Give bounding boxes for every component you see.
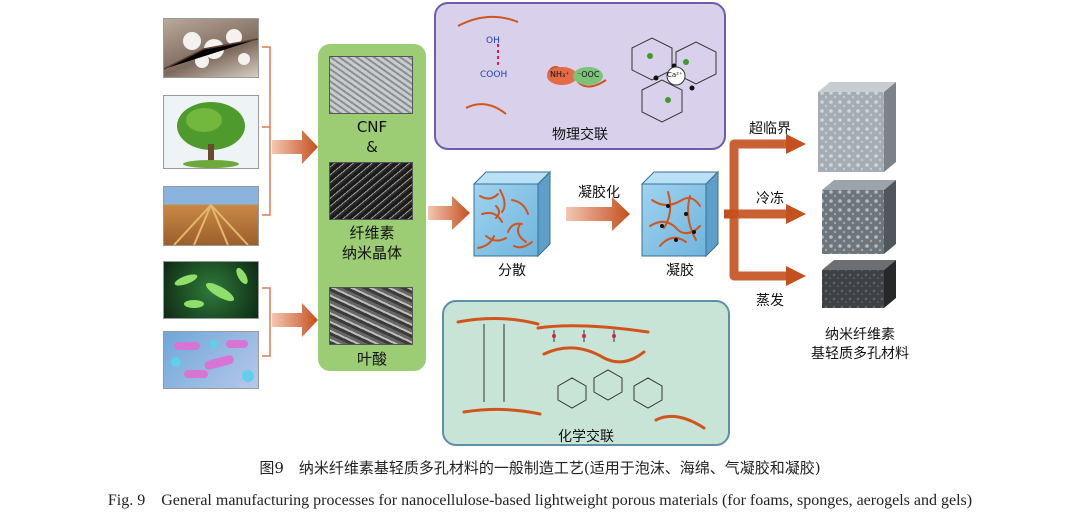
cellulose-label: 纤维素 <box>349 224 395 242</box>
arrow-gelation <box>566 197 630 231</box>
cooh-label: COOH <box>480 70 508 80</box>
bacteria-pink-photo <box>163 331 259 389</box>
chemical-crosslink-schematic <box>456 316 706 430</box>
straw-field-photo <box>163 186 259 246</box>
source-bracket-upper <box>262 46 271 216</box>
chemical-crosslink-title: 化学交联 <box>558 429 614 445</box>
physical-crosslink-schematic <box>457 15 717 123</box>
physical-crosslink-title: 物理交联 <box>552 127 608 143</box>
cnf-micrograph <box>329 56 413 114</box>
tree-photo <box>163 95 259 169</box>
arrow-to-dispersion <box>428 196 470 230</box>
dispersion-cube <box>472 170 552 258</box>
porous-block-supercritical <box>818 82 896 172</box>
product-label-line2: 基轻质多孔材料 <box>811 346 909 362</box>
disperse-label: 分散 <box>498 263 526 279</box>
source-bracket-lower <box>262 287 271 357</box>
porous-block-evaporation <box>822 260 896 308</box>
drying-arrows <box>724 134 806 286</box>
ooc-label: ⁻OOC <box>577 70 600 79</box>
cotton-photo <box>163 18 259 78</box>
arrow-plants-to-cnf <box>272 130 318 164</box>
ampersand-label: & <box>366 138 378 156</box>
supercritical-label: 超临界 <box>749 121 791 137</box>
nanocrystal-label: 纳米晶体 <box>341 244 402 262</box>
product-label-line1: 纳米纤维素 <box>825 327 895 343</box>
arrow-bacteria-to-folic <box>272 303 318 337</box>
oh-label: OH <box>486 36 500 46</box>
gel-label: 凝胶 <box>666 263 694 279</box>
figure-caption-chinese: 图9 纳米纤维素基轻质多孔材料的一般制造工艺(适用于泡沫、海绵、气凝胶和凝胶) <box>259 459 821 477</box>
cnf-label: CNF <box>356 118 388 136</box>
porous-block-freeze <box>822 180 896 254</box>
gelation-label: 凝胶化 <box>578 185 620 201</box>
figure-caption-english: Fig. 9 General manufacturing processes f… <box>107 492 973 509</box>
evaporation-label: 蒸发 <box>756 293 784 309</box>
nh3-label: NH₃⁺ <box>550 70 570 79</box>
ca-label: Ca²⁺ <box>667 71 683 79</box>
cnc-micrograph <box>329 162 413 220</box>
gel-cube <box>640 170 720 258</box>
folic-acid-micrograph <box>329 287 413 345</box>
folic-acid-label: 叶酸 <box>356 350 387 368</box>
bacteria-green-photo <box>163 261 259 319</box>
physical-crosslink-panel: OH COOH NH₃⁺ ⁻OOC Ca²⁺ 物理交联 <box>434 2 726 150</box>
chemical-crosslink-panel: 化学交联 <box>442 300 730 446</box>
freezing-label: 冷冻 <box>756 191 784 207</box>
